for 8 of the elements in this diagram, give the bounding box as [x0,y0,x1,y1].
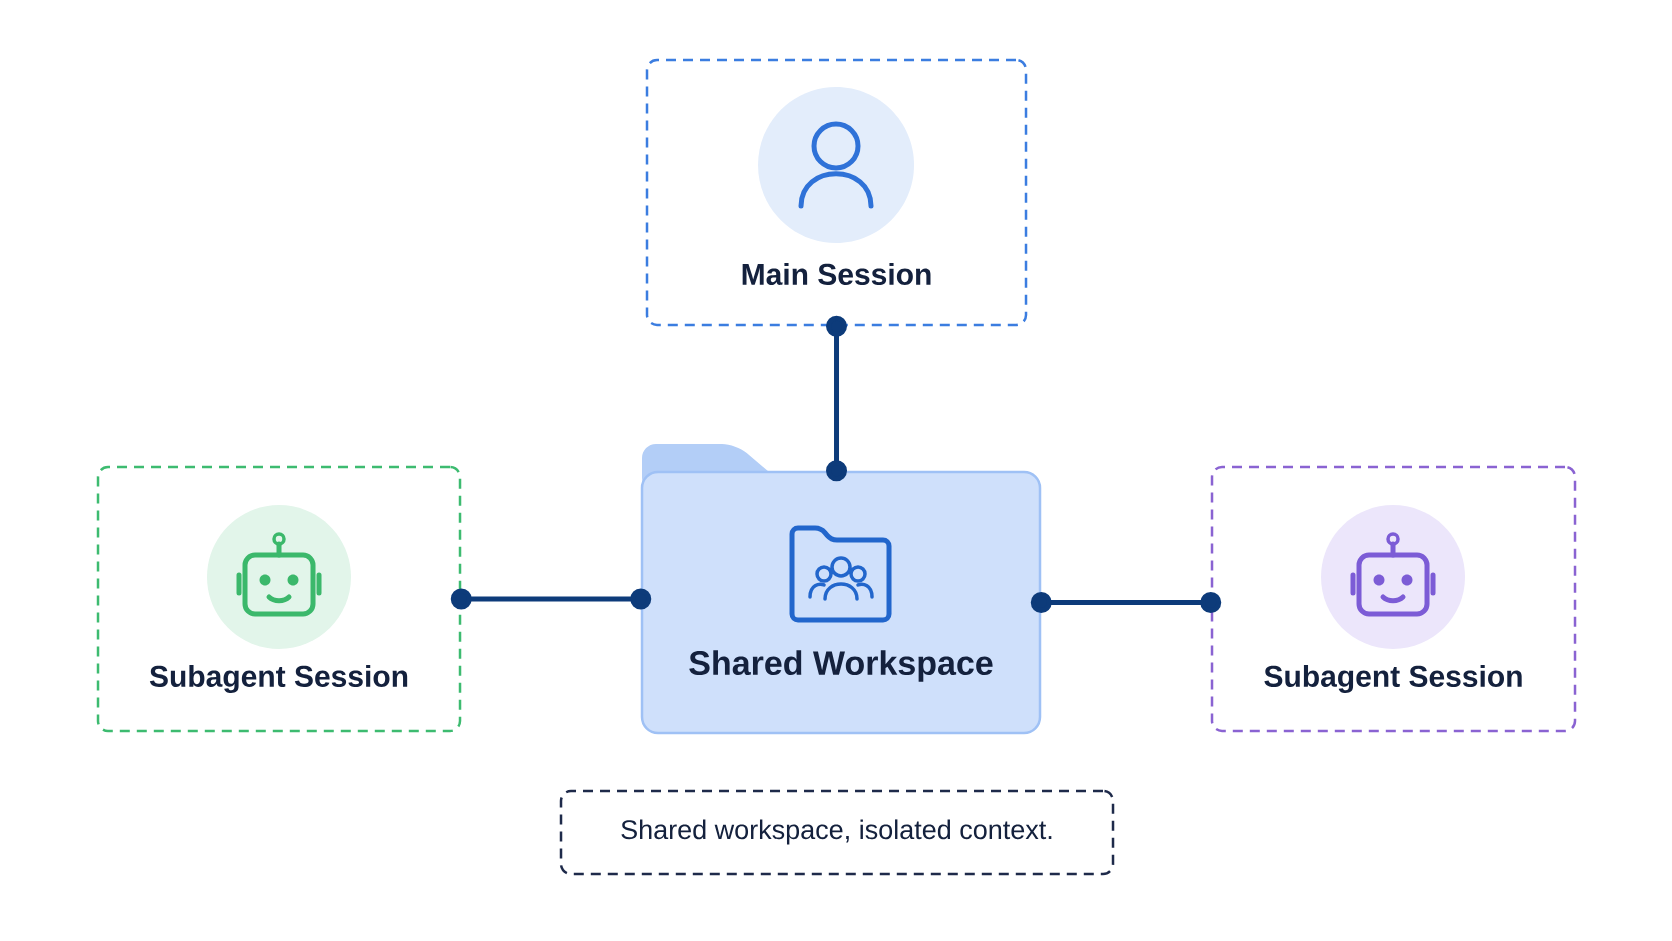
note-box: Shared workspace, isolated context. [559,789,1115,876]
connector [1030,592,1222,613]
connector [826,315,847,482]
session-box: Subagent Session [96,465,462,733]
folder-box: Shared Workspace [640,444,1042,735]
connector [450,588,652,610]
session-box: Main Session [645,58,1028,327]
session-box: Subagent Session [1210,465,1577,733]
